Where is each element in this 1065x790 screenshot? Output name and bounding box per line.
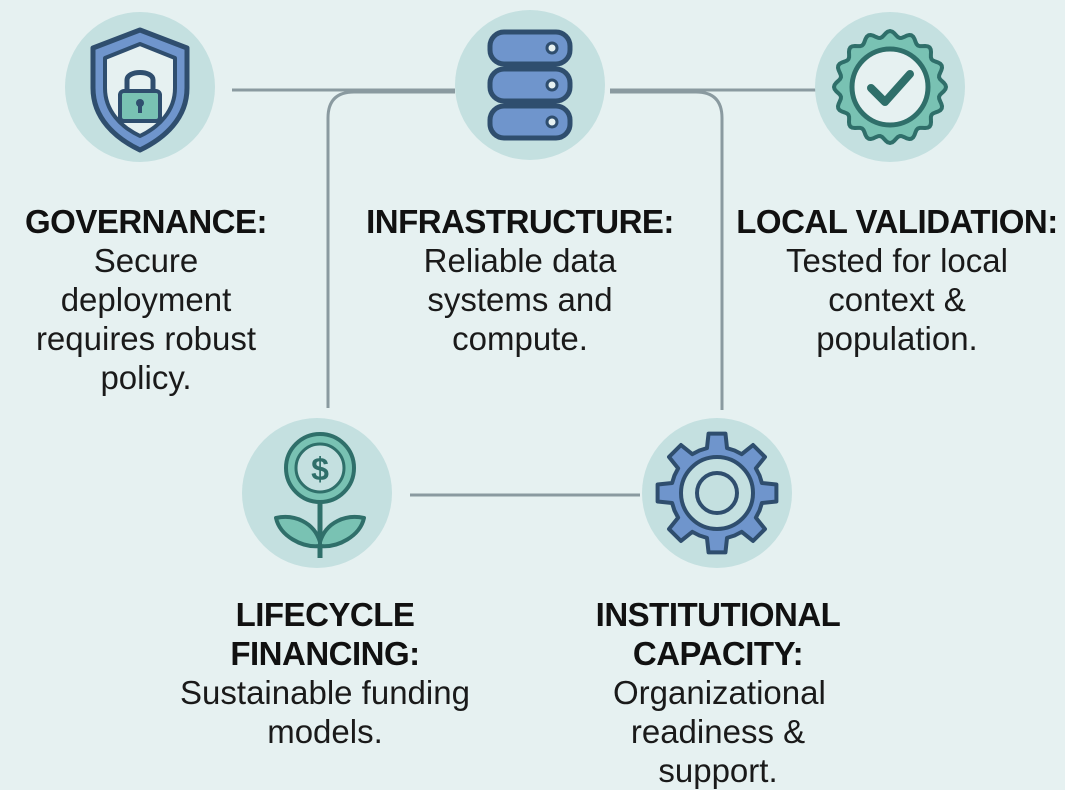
infrastructure-block: INFRASTRUCTURE: Reliable data systems an…	[360, 202, 680, 358]
capacity-description: Organizational readiness & support.	[613, 674, 826, 789]
connector-left-vertical	[326, 90, 455, 408]
local-validation-icon-circle	[815, 12, 965, 162]
connector-right-vertical	[610, 90, 724, 410]
svg-text:$: $	[311, 451, 329, 487]
governance-description: Secure deployment requires robust policy…	[35, 242, 257, 396]
infrastructure-title: INFRASTRUCTURE:	[366, 203, 674, 240]
database-icon	[487, 29, 573, 141]
financing-block: LIFECYCLE FINANCING: Sustainable funding…	[150, 595, 500, 751]
local-validation-title: LOCAL VALIDATION:	[736, 203, 1058, 240]
financing-icon-circle: $	[242, 418, 392, 568]
local-validation-description: Tested for local context & population.	[786, 242, 1008, 357]
infrastructure-description: Reliable data systems and compute.	[423, 242, 617, 357]
governance-icon-circle	[65, 12, 215, 162]
governance-title: GOVERNANCE:	[24, 203, 268, 240]
gear-icon	[655, 431, 779, 555]
governance-block: GOVERNANCE: Secure deployment requires r…	[0, 202, 292, 397]
local-validation-block: LOCAL VALIDATION: Tested for local conte…	[732, 202, 1062, 358]
infrastructure-icon-circle	[455, 10, 605, 160]
shield-lock-icon	[90, 27, 190, 153]
capacity-block: INSTITUTIONAL CAPACITY: Organizational r…	[568, 595, 868, 790]
capacity-title: INSTITUTIONAL CAPACITY:	[595, 596, 841, 672]
badge-check-icon	[832, 29, 948, 145]
financing-title: LIFECYCLE FINANCING:	[230, 596, 420, 672]
capacity-icon-circle	[642, 418, 792, 568]
financing-description: Sustainable funding models.	[180, 674, 470, 750]
money-plant-icon: $	[274, 432, 366, 558]
